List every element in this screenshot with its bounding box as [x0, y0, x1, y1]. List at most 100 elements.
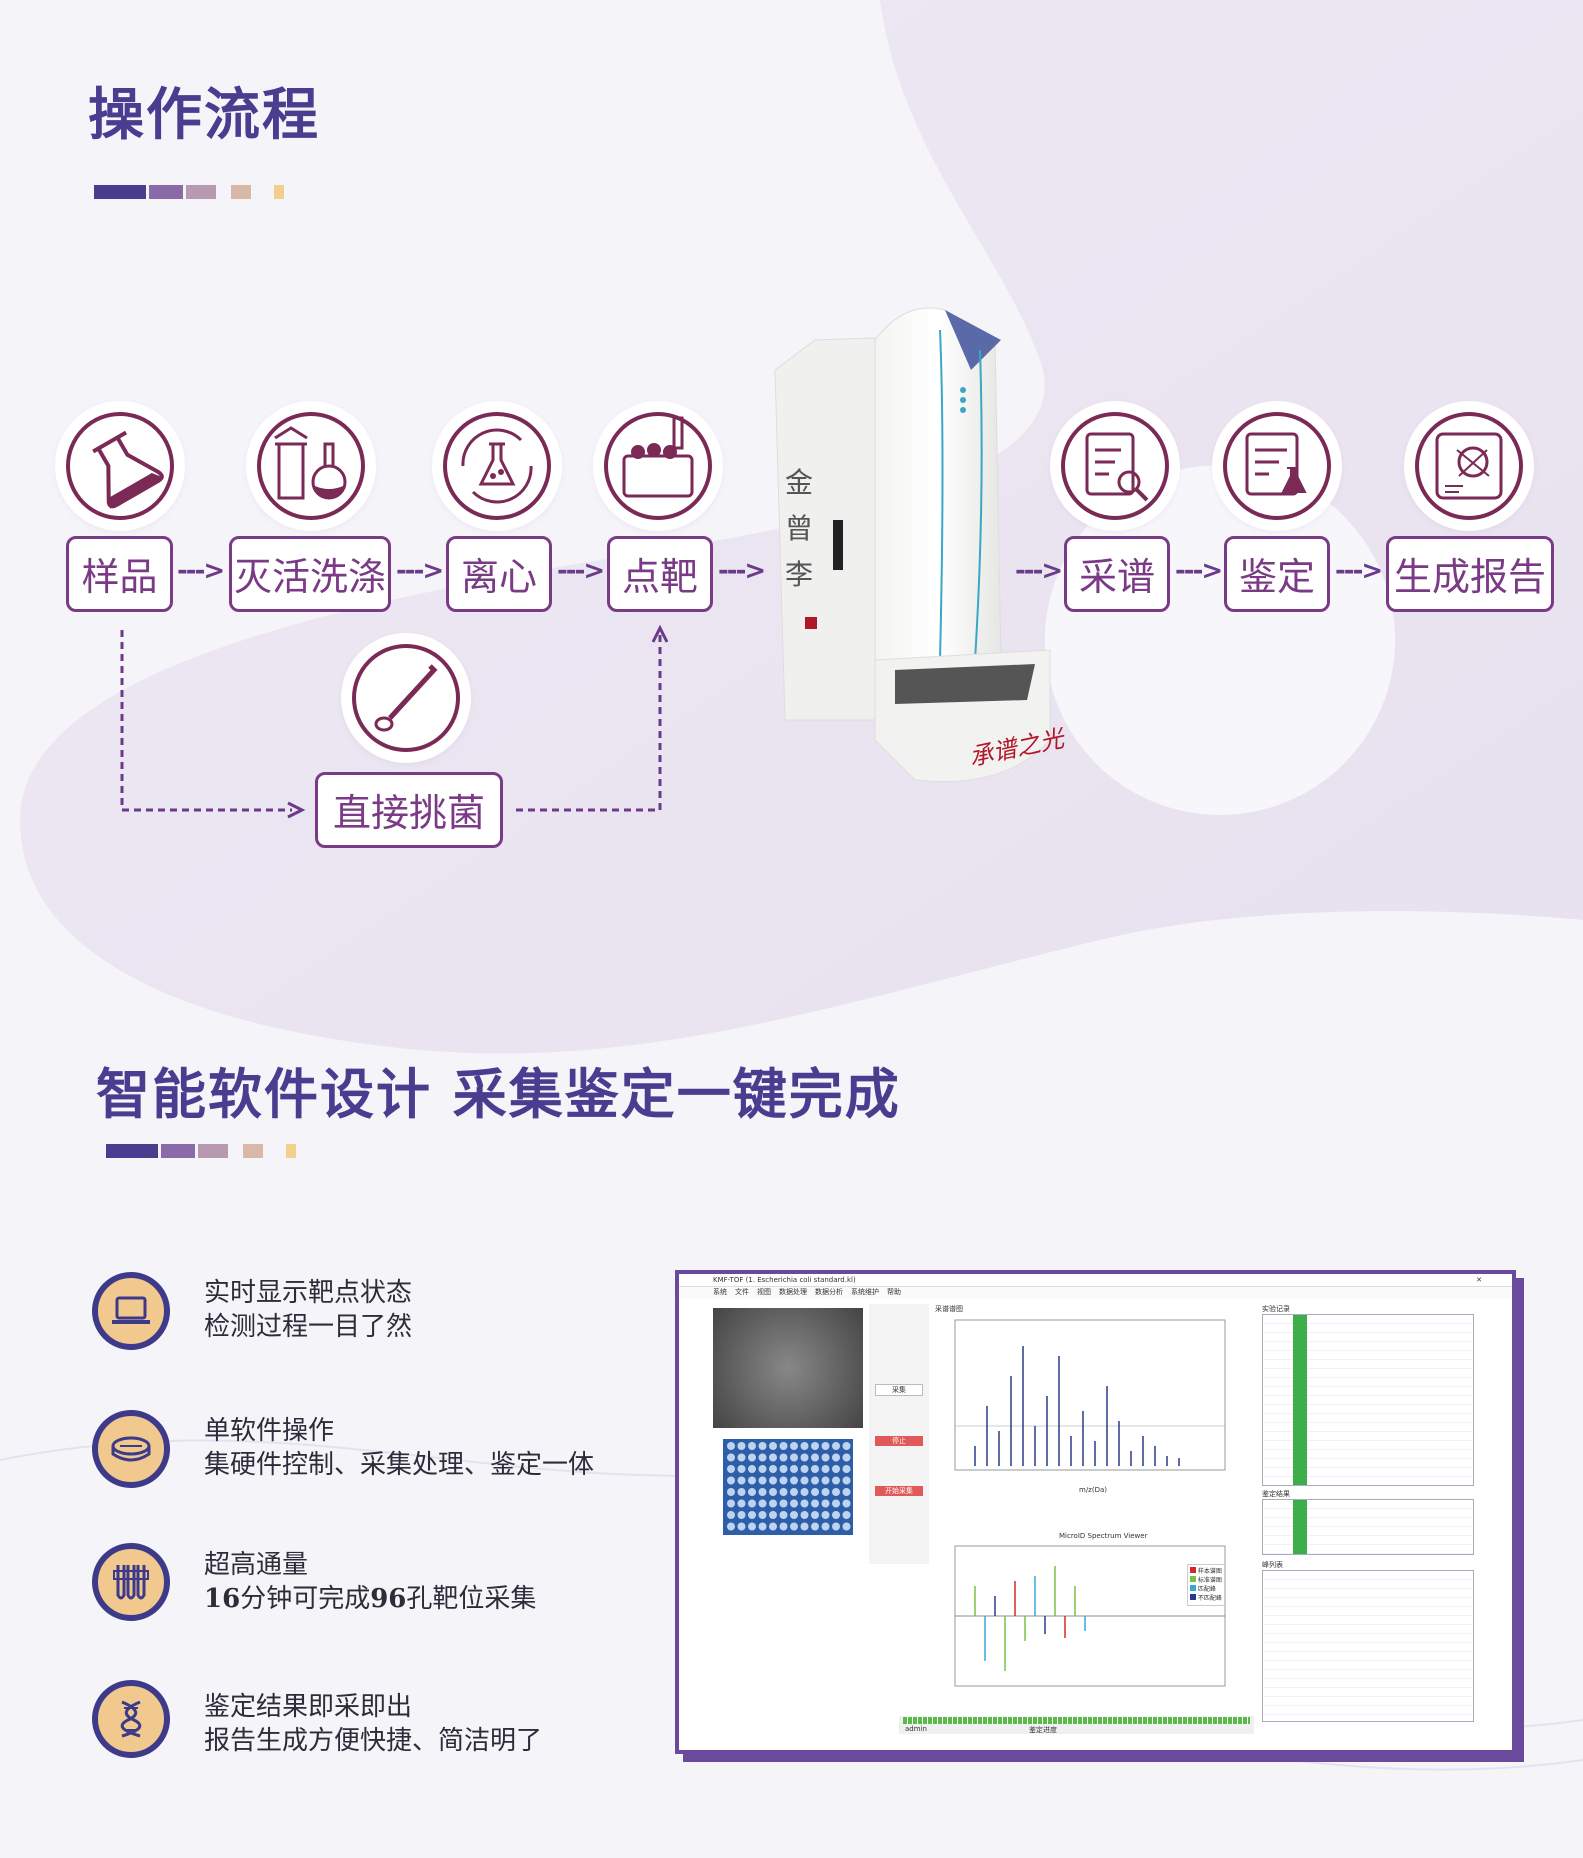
plate-well[interactable]: [727, 1488, 735, 1496]
plate-well[interactable]: [737, 1522, 746, 1531]
plate-well[interactable]: [758, 1511, 767, 1519]
plate-well[interactable]: [779, 1488, 788, 1496]
plate-well[interactable]: [737, 1465, 746, 1473]
plate-well[interactable]: [727, 1522, 735, 1531]
plate-well[interactable]: [779, 1499, 788, 1508]
menu-item[interactable]: 数据分析: [815, 1288, 843, 1296]
plate-well[interactable]: [800, 1499, 809, 1508]
plate-well[interactable]: [737, 1453, 746, 1462]
plate-well[interactable]: [779, 1511, 788, 1519]
target-plate-grid[interactable]: [713, 1439, 863, 1539]
plate-well[interactable]: [758, 1522, 767, 1531]
plate-well[interactable]: [727, 1476, 735, 1485]
plate-well[interactable]: [790, 1476, 798, 1485]
plate-well[interactable]: [790, 1453, 798, 1462]
plate-well[interactable]: [790, 1499, 798, 1508]
plate-well[interactable]: [779, 1442, 788, 1450]
plate-well[interactable]: [811, 1522, 819, 1531]
plate-well[interactable]: [748, 1511, 756, 1519]
plate-well[interactable]: [842, 1499, 851, 1508]
plate-well[interactable]: [748, 1488, 756, 1496]
menu-item[interactable]: 视图: [757, 1288, 771, 1296]
plate-well[interactable]: [821, 1442, 830, 1450]
plate-well[interactable]: [842, 1511, 851, 1519]
plate-well[interactable]: [842, 1476, 851, 1485]
plate-well[interactable]: [811, 1488, 819, 1496]
menu-item[interactable]: 系统维护: [851, 1288, 879, 1296]
stop-button[interactable]: 停止: [875, 1436, 923, 1446]
plate-well[interactable]: [769, 1465, 777, 1473]
plate-well[interactable]: [800, 1453, 809, 1462]
plate-well[interactable]: [790, 1465, 798, 1473]
plate-well[interactable]: [800, 1511, 809, 1519]
plate-well[interactable]: [811, 1453, 819, 1462]
plate-well[interactable]: [779, 1476, 788, 1485]
plate-well[interactable]: [769, 1499, 777, 1508]
plate-well[interactable]: [800, 1476, 809, 1485]
menu-item[interactable]: 系统: [713, 1288, 727, 1296]
plate-well[interactable]: [811, 1511, 819, 1519]
plate-well[interactable]: [800, 1465, 809, 1473]
plate-well[interactable]: [737, 1476, 746, 1485]
plate-well[interactable]: [790, 1442, 798, 1450]
plate-well[interactable]: [821, 1511, 830, 1519]
plate-well[interactable]: [748, 1499, 756, 1508]
menu-item[interactable]: 数据处理: [779, 1288, 807, 1296]
menu-item[interactable]: 文件: [735, 1288, 749, 1296]
plate-well[interactable]: [811, 1465, 819, 1473]
plate-well[interactable]: [842, 1488, 851, 1496]
plate-well[interactable]: [800, 1442, 809, 1450]
plate-well[interactable]: [821, 1522, 830, 1531]
menu-item[interactable]: 帮助: [887, 1288, 901, 1296]
plate-well[interactable]: [842, 1453, 851, 1462]
plate-well[interactable]: [832, 1465, 840, 1473]
start-acquire-button[interactable]: 开始采集: [875, 1486, 923, 1496]
plate-well[interactable]: [800, 1522, 809, 1531]
plate-well[interactable]: [821, 1499, 830, 1508]
plate-well[interactable]: [727, 1499, 735, 1508]
plate-well[interactable]: [811, 1499, 819, 1508]
plate-well[interactable]: [727, 1511, 735, 1519]
plate-well[interactable]: [769, 1442, 777, 1450]
plate-well[interactable]: [758, 1476, 767, 1485]
plate-well[interactable]: [737, 1511, 746, 1519]
plate-well[interactable]: [832, 1488, 840, 1496]
plate-well[interactable]: [748, 1442, 756, 1450]
plate-well[interactable]: [821, 1488, 830, 1496]
plate-well[interactable]: [727, 1453, 735, 1462]
plate-well[interactable]: [832, 1476, 840, 1485]
plate-well[interactable]: [821, 1476, 830, 1485]
plate-well[interactable]: [832, 1511, 840, 1519]
plate-well[interactable]: [779, 1522, 788, 1531]
plate-well[interactable]: [832, 1453, 840, 1462]
plate-well[interactable]: [758, 1442, 767, 1450]
plate-well[interactable]: [821, 1453, 830, 1462]
plate-well[interactable]: [842, 1465, 851, 1473]
plate-well[interactable]: [790, 1522, 798, 1531]
close-icon[interactable]: ✕: [1476, 1276, 1482, 1284]
plate-well[interactable]: [842, 1442, 851, 1450]
plate-well[interactable]: [769, 1476, 777, 1485]
plate-well[interactable]: [737, 1499, 746, 1508]
plate-well[interactable]: [758, 1453, 767, 1462]
plate-well[interactable]: [811, 1442, 819, 1450]
acquire-button[interactable]: 采集: [875, 1384, 923, 1396]
plate-well[interactable]: [842, 1522, 851, 1531]
plate-well[interactable]: [769, 1453, 777, 1462]
plate-well[interactable]: [811, 1476, 819, 1485]
plate-well[interactable]: [800, 1488, 809, 1496]
plate-well[interactable]: [737, 1442, 746, 1450]
plate-well[interactable]: [748, 1476, 756, 1485]
plate-well[interactable]: [758, 1499, 767, 1508]
plate-well[interactable]: [758, 1465, 767, 1473]
plate-well[interactable]: [790, 1511, 798, 1519]
plate-well[interactable]: [727, 1442, 735, 1450]
plate-well[interactable]: [832, 1499, 840, 1508]
plate-well[interactable]: [832, 1522, 840, 1531]
plate-well[interactable]: [748, 1465, 756, 1473]
plate-well[interactable]: [758, 1488, 767, 1496]
plate-well[interactable]: [779, 1453, 788, 1462]
plate-well[interactable]: [821, 1465, 830, 1473]
plate-well[interactable]: [769, 1511, 777, 1519]
plate-well[interactable]: [769, 1488, 777, 1496]
